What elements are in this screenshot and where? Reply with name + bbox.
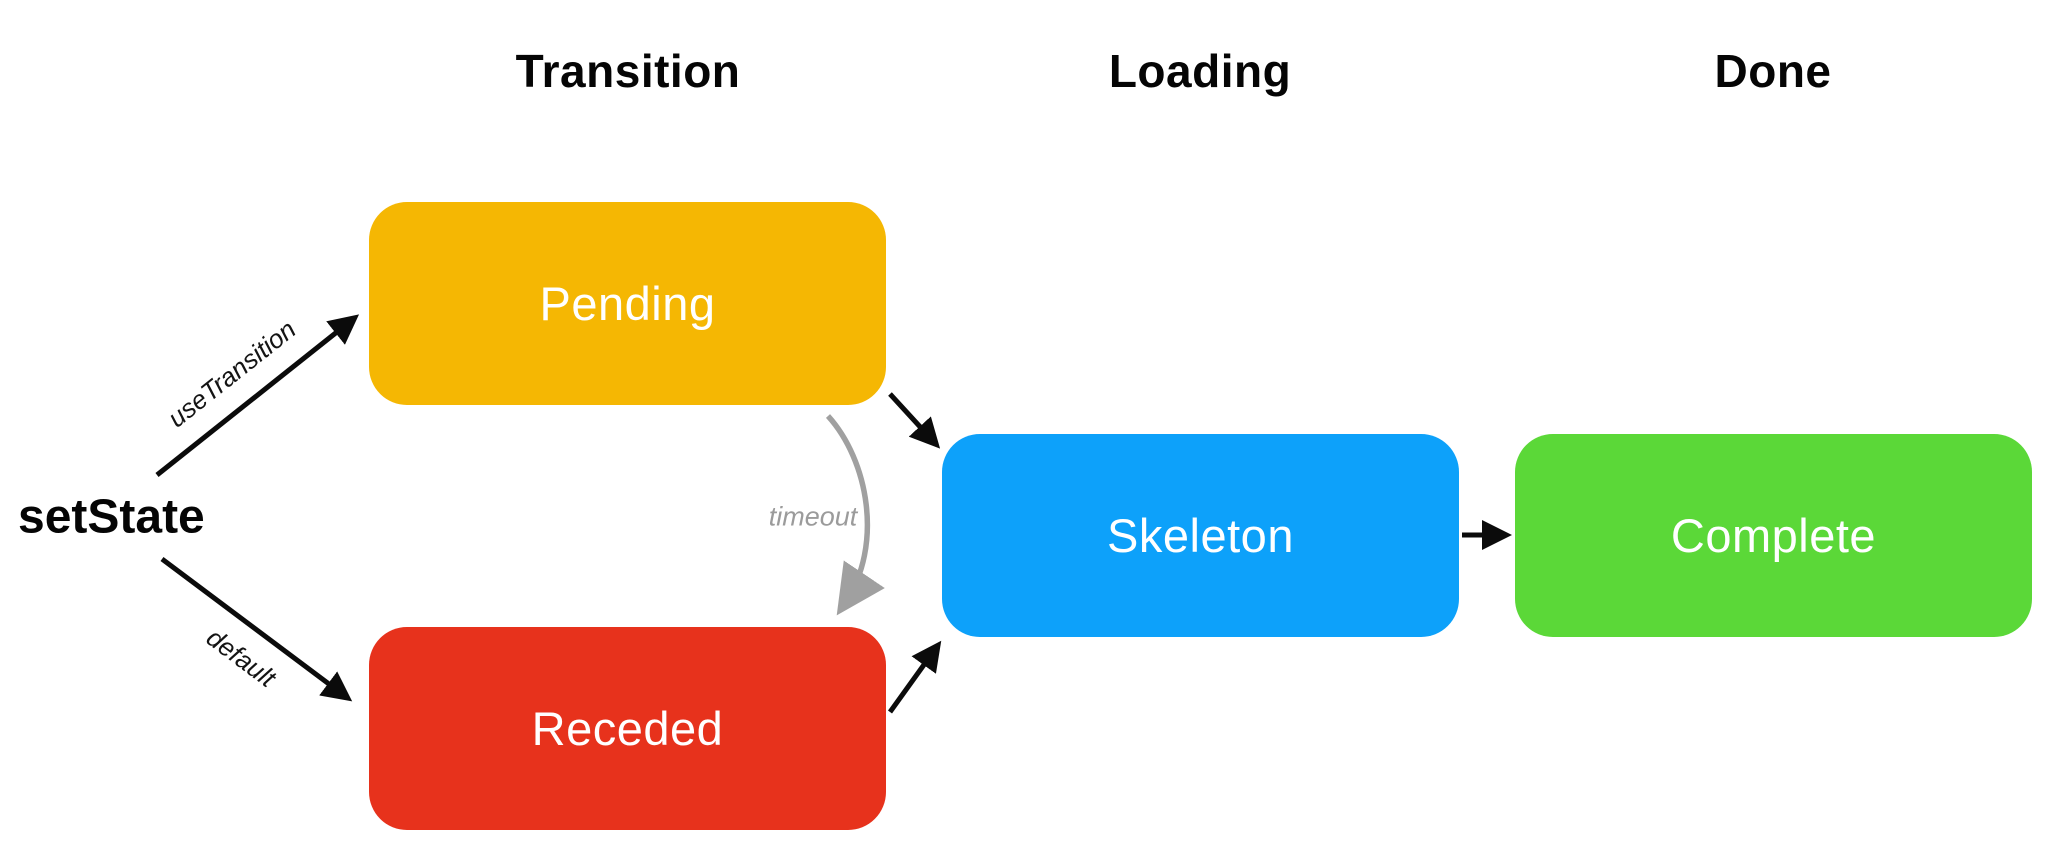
- node-receded: Receded: [369, 627, 886, 830]
- node-receded-label: Receded: [531, 702, 724, 755]
- node-skeleton-label: Skeleton: [1107, 509, 1294, 562]
- edge-pending-to-skeleton: [888, 392, 941, 449]
- edge-label-default: default: [201, 622, 282, 693]
- node-pending: Pending: [369, 202, 886, 405]
- node-pending-label: Pending: [539, 277, 716, 330]
- node-skeleton: Skeleton: [942, 434, 1459, 637]
- node-complete-label: Complete: [1670, 509, 1877, 562]
- column-header-done: Done: [1714, 45, 1832, 97]
- column-header-transition: Transition: [515, 45, 741, 97]
- edge-receded-to-skeleton: [887, 640, 942, 714]
- source-label-setstate: setState: [18, 490, 205, 544]
- edge-label-usetransition: useTransition: [161, 313, 302, 434]
- node-complete: Complete: [1515, 434, 2032, 637]
- column-header-loading: Loading: [1108, 45, 1292, 97]
- edge-label-timeout: timeout: [768, 501, 858, 532]
